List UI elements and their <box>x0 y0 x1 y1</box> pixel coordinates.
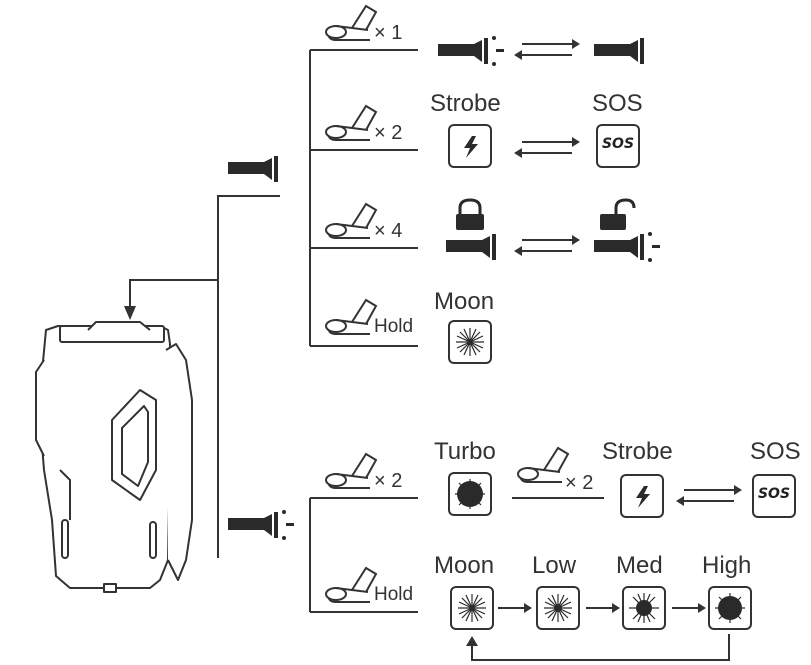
click-count-label: × 1 <box>374 22 403 44</box>
turbo-mode-icon <box>448 472 492 516</box>
sos-badge-text: SOS <box>601 136 635 152</box>
moon-level-icon <box>450 586 494 630</box>
strobe-label: Strobe <box>430 90 501 117</box>
med-level-icon <box>622 586 666 630</box>
flashlight-on-icon <box>228 510 294 540</box>
sos-icon: SOS <box>596 124 640 168</box>
press-tap-icon <box>325 452 378 489</box>
press-tap-icon <box>325 104 378 141</box>
low-label: Low <box>532 552 577 579</box>
high-level-icon <box>708 586 752 630</box>
click-count-label: × 4 <box>374 220 403 242</box>
hold-label: Hold <box>374 316 414 337</box>
click-count-label: × 2 <box>565 472 594 494</box>
turbo-label: Turbo <box>434 438 496 465</box>
press-tap-icon <box>325 202 378 239</box>
lock-icon <box>446 198 496 260</box>
press-tap-icon <box>325 4 378 41</box>
flashlight-icon <box>228 156 278 182</box>
flashlight-on-icon <box>438 36 504 66</box>
sos-label: SOS <box>592 90 643 117</box>
hold-label: Hold <box>374 584 414 605</box>
moon-label: Moon <box>434 288 495 315</box>
press-tap-icon <box>325 298 378 335</box>
low-level-icon <box>536 586 580 630</box>
sos-label: SOS <box>750 438 801 465</box>
press-tap-icon <box>325 566 378 603</box>
click-count-label: × 2 <box>374 470 403 492</box>
press-tap-icon <box>517 446 570 483</box>
flashlight-icon <box>594 38 644 64</box>
high-label: High <box>702 552 752 579</box>
moon-mode-icon <box>448 320 492 364</box>
strobe-icon <box>448 124 492 168</box>
sos-icon: SOS <box>752 474 796 518</box>
moon-label: Moon <box>434 552 495 579</box>
click-count-label: × 2 <box>374 122 403 144</box>
med-label: Med <box>616 552 663 579</box>
unlock-icon <box>594 198 660 262</box>
sos-badge-text: SOS <box>757 486 791 502</box>
strobe-icon <box>620 474 664 518</box>
strobe-label: Strobe <box>602 438 673 465</box>
